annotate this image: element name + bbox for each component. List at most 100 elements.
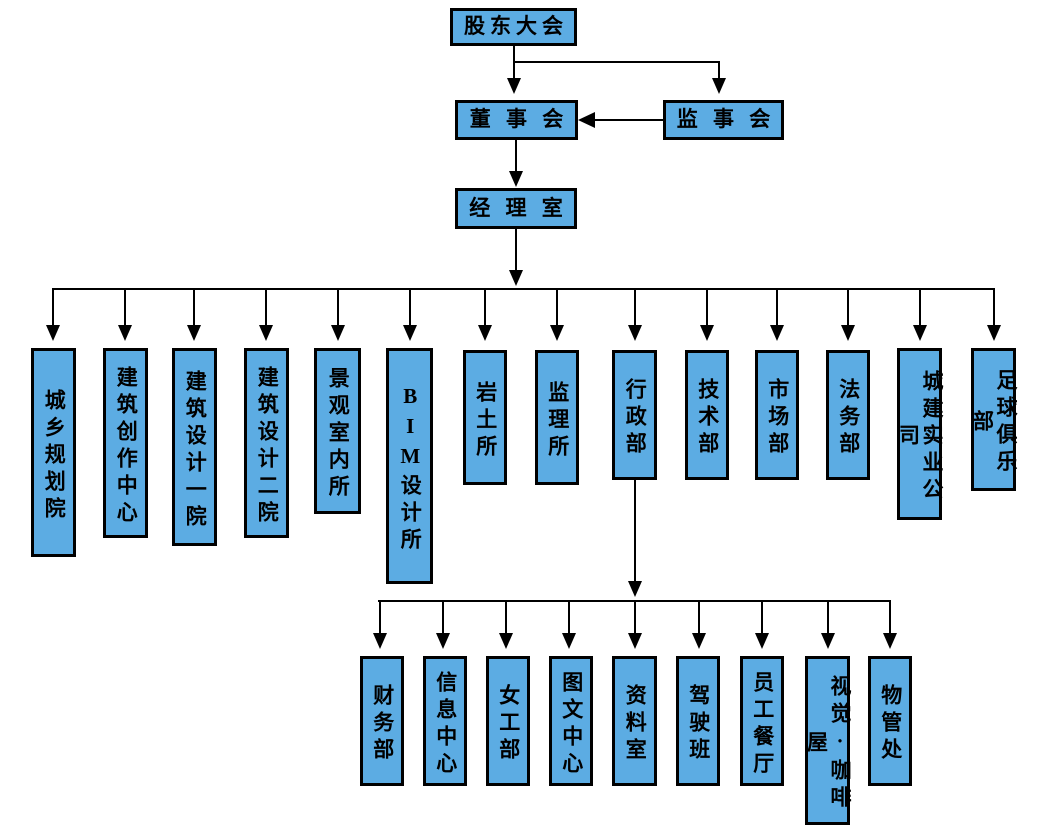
- connector-drop-6: [409, 288, 411, 326]
- node-label: 女工部: [496, 684, 521, 765]
- node-information-center[interactable]: 信息中心: [423, 656, 467, 786]
- node-geotechnical-office[interactable]: 岩土所: [463, 350, 507, 485]
- arrowhead-drop-1: [46, 325, 60, 341]
- connector-subdrop-8: [827, 600, 829, 634]
- arrowhead-drop-13: [913, 325, 927, 341]
- node-label: 景观室内所: [326, 367, 351, 502]
- arrowhead-supervisors-to-directors: [578, 112, 595, 128]
- node-vision-coffee-house[interactable]: 视觉·咖啡屋: [804, 656, 853, 825]
- node-driving-team[interactable]: 驾驶班: [676, 656, 720, 786]
- node-graphics-text-center[interactable]: 图文中心: [549, 656, 593, 786]
- connector-to-board-directors: [513, 61, 515, 79]
- connector-drop-3: [193, 288, 195, 326]
- connector-drop-12: [847, 288, 849, 326]
- connector-shareholders-stem: [513, 46, 515, 62]
- node-label: 监理所: [545, 380, 570, 462]
- node-label: 经 理 室: [469, 195, 568, 220]
- arrowhead-subdrop-5: [628, 633, 642, 649]
- node-football-club[interactable]: 足球俱乐部: [971, 348, 1018, 491]
- node-urban-construction-industrial-company[interactable]: 城建实业公司: [896, 348, 945, 520]
- connector-drop-5: [337, 288, 339, 326]
- node-label: 物管处: [878, 684, 903, 765]
- connector-shareholders-bus: [513, 61, 720, 63]
- arrowhead-subdrop-7: [755, 633, 769, 649]
- node-architecture-creation-center[interactable]: 建筑创作中心: [103, 348, 148, 538]
- arrowhead-drop-9: [628, 325, 642, 341]
- node-managers-office[interactable]: 经 理 室: [455, 188, 577, 229]
- connector-subdrop-3: [505, 600, 507, 634]
- node-archives-room[interactable]: 资料室: [612, 656, 657, 786]
- arrowhead-to-managers-office: [509, 171, 523, 187]
- arrowhead-subdrop-4: [562, 633, 576, 649]
- arrowhead-subdrop-6: [692, 633, 706, 649]
- arrowhead-to-board-supervisors: [712, 78, 726, 94]
- node-landscape-interior-office[interactable]: 景观室内所: [314, 348, 361, 514]
- node-label: 建筑设计二院: [255, 365, 280, 528]
- connector-drop-1: [52, 288, 54, 326]
- node-womens-work-department[interactable]: 女工部: [486, 656, 530, 786]
- arrowhead-subdrop-8: [821, 633, 835, 649]
- arrowhead-managers-to-bus: [509, 270, 523, 286]
- node-administration-department[interactable]: 行政部: [612, 350, 657, 480]
- connector-admin-to-subbus: [634, 480, 636, 582]
- arrowhead-admin-to-subbus: [628, 581, 642, 597]
- node-bim-design-office[interactable]: BIM设计所: [386, 348, 433, 584]
- node-label: 城乡规划院: [42, 388, 67, 524]
- node-finance-department[interactable]: 财务部: [360, 656, 404, 786]
- node-shareholders-meeting[interactable]: 股东大会: [450, 8, 577, 46]
- arrowhead-subdrop-3: [499, 633, 513, 649]
- node-label: 视觉·咖啡屋: [804, 675, 853, 813]
- node-label: 监 事 会: [676, 107, 776, 132]
- connector-drop-13: [919, 288, 921, 326]
- connector-drop-9: [634, 288, 636, 326]
- node-label: 信息中心: [433, 670, 458, 779]
- node-label: 市场部: [765, 378, 790, 459]
- node-urban-rural-planning-institute[interactable]: 城乡规划院: [31, 348, 76, 557]
- node-label: 资料室: [623, 684, 648, 765]
- connector-drop-11: [776, 288, 778, 326]
- connector-directors-to-managers: [515, 140, 517, 172]
- arrowhead-drop-7: [478, 325, 492, 341]
- node-label: 行政部: [623, 378, 648, 459]
- node-label: 建筑设计一院: [183, 369, 208, 532]
- arrowhead-subdrop-1: [373, 633, 387, 649]
- connector-managers-to-bus: [515, 229, 517, 271]
- node-staff-canteen[interactable]: 员工餐厅: [740, 656, 784, 786]
- node-label: 董 事 会: [469, 107, 569, 132]
- node-label: 股东大会: [464, 14, 568, 39]
- node-label: 员工餐厅: [750, 670, 775, 779]
- node-label: 驾驶班: [686, 684, 711, 765]
- node-label: 技术部: [695, 378, 720, 459]
- node-label: 岩土所: [473, 380, 498, 462]
- connector-subdrop-2: [442, 600, 444, 634]
- arrowhead-drop-14: [987, 325, 1001, 341]
- connector-subdrop-7: [761, 600, 763, 634]
- connector-subdrop-6: [698, 600, 700, 634]
- node-marketing-department[interactable]: 市场部: [755, 350, 799, 480]
- connector-drop-8: [556, 288, 558, 326]
- connector-drop-10: [706, 288, 708, 326]
- arrowhead-drop-4: [259, 325, 273, 341]
- node-technology-department[interactable]: 技术部: [685, 350, 729, 480]
- arrowhead-drop-2: [118, 325, 132, 341]
- connector-drop-14: [993, 288, 995, 326]
- node-board-of-supervisors[interactable]: 监 事 会: [663, 100, 784, 140]
- node-architectural-design-institute-1[interactable]: 建筑设计一院: [172, 348, 217, 546]
- arrowhead-to-board-directors: [507, 78, 521, 94]
- node-label: 财务部: [370, 684, 395, 765]
- connector-subdrop-9: [889, 600, 891, 634]
- node-supervision-office[interactable]: 监理所: [535, 350, 579, 485]
- node-board-of-directors[interactable]: 董 事 会: [455, 100, 578, 140]
- node-legal-department[interactable]: 法务部: [826, 350, 870, 480]
- connector-main-bus: [52, 288, 995, 290]
- node-architectural-design-institute-2[interactable]: 建筑设计二院: [244, 348, 289, 538]
- node-property-management-office[interactable]: 物管处: [868, 656, 912, 786]
- connector-subdrop-5: [634, 600, 636, 634]
- connector-subdrop-4: [568, 600, 570, 634]
- arrowhead-subdrop-9: [883, 633, 897, 649]
- arrowhead-drop-8: [550, 325, 564, 341]
- arrowhead-drop-10: [700, 325, 714, 341]
- connector-drop-4: [265, 288, 267, 326]
- node-label: 城建实业公司: [896, 370, 945, 505]
